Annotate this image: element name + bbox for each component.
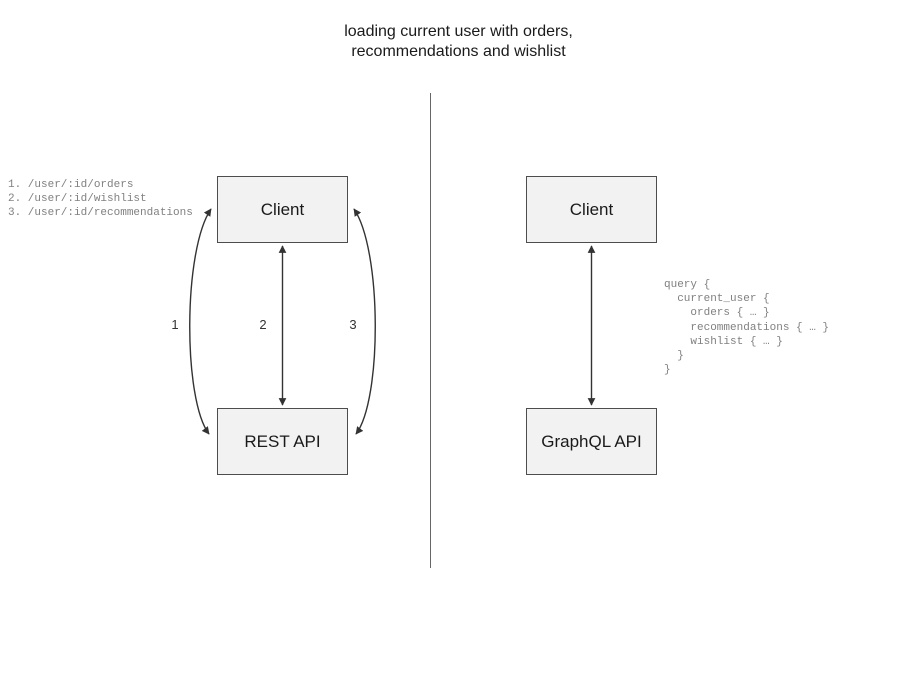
rest-endpoint-list: 1. /user/:id/orders 2. /user/:id/wishlis…	[8, 179, 193, 220]
edge-label-3: 3	[349, 317, 357, 332]
edge-label-1: 1	[171, 317, 179, 332]
node-graphql-api[interactable]: GraphQL API	[526, 408, 657, 475]
node-client-rest[interactable]: Client	[217, 176, 348, 243]
arrow-rest-edge-1	[189, 208, 212, 435]
graphql-query-snippet: query { current_user { orders { … } reco…	[664, 279, 830, 377]
section-divider	[430, 93, 431, 568]
edge-label-2: 2	[259, 317, 267, 332]
node-client-graphql[interactable]: Client	[526, 176, 657, 243]
node-rest-api[interactable]: REST API	[217, 408, 348, 475]
page-title: loading current user with orders, recomm…	[344, 23, 573, 60]
